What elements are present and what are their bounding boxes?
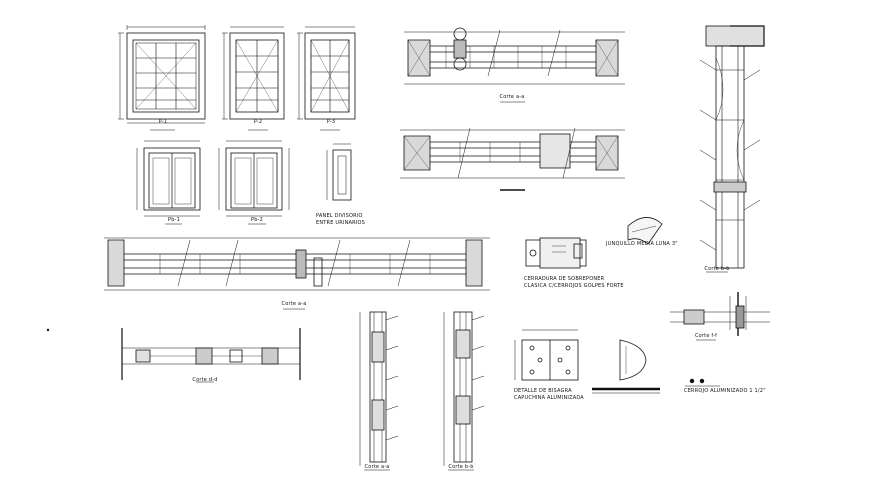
section-bottom-left <box>121 328 301 383</box>
elevation-label-p2: P-2 <box>253 119 263 125</box>
elevation-label-p3: P-3 <box>326 119 336 125</box>
elevation-label-pb1: Pb-1 <box>168 217 180 223</box>
cerradura-label: CERRADURA DE SOBREPONER <box>524 276 605 282</box>
section-vertical-1 <box>359 311 399 471</box>
section-second <box>400 127 625 191</box>
panel-divisorio-detail <box>326 143 352 201</box>
section-top <box>404 27 625 103</box>
section-label-small-right: Corte f-f <box>694 333 718 339</box>
junquillo-label: JUNQUILLO MEDIA LUNA 3" <box>606 241 678 247</box>
junquillo-profile <box>627 217 663 245</box>
lock-detail <box>525 237 587 269</box>
cerradura-label-2: CLASICA C/CERROJOS GOLPES FORTE <box>524 283 624 289</box>
door-elevation-pb1 <box>136 140 201 225</box>
cerrojo-label: CERROJO ALUMINIZADO 1 1/2" <box>684 388 766 394</box>
section-wide <box>104 237 490 310</box>
panel-divisorio-label: PANEL DIVISORIO <box>316 213 363 219</box>
hinge-detail <box>514 329 579 381</box>
bolt-detail <box>685 378 720 387</box>
door-elevation-pb2 <box>218 140 290 225</box>
elevation-label-pb2: Pb-2 <box>251 217 263 223</box>
section-small-right <box>670 292 770 341</box>
section-label-vertical-2: Corte b-b <box>448 464 474 470</box>
panel-divisorio-label-2: ENTRE URINARIOS <box>316 220 366 226</box>
bisagra-label: DETALLE DE BISAGRA <box>514 388 572 394</box>
door-elevation-p1 <box>118 25 206 131</box>
door-elevation-p2 <box>222 26 285 131</box>
half-round-detail <box>619 339 647 381</box>
section-vertical-2 <box>443 311 485 471</box>
section-label-tall-right: Corte b-b <box>704 266 730 272</box>
section-label-vertical-1: Corte a-a <box>364 464 390 470</box>
elevation-label-p1: P-1 <box>158 119 168 125</box>
door-elevation-p3 <box>297 26 356 131</box>
section-label-wide: Corte a-a <box>281 301 307 307</box>
section-label-bottom-left: Corte d-d <box>192 377 218 383</box>
section-tall-right <box>699 25 765 273</box>
bisagra-label-2: CAPUCHINA ALUMINIZADA <box>514 395 584 401</box>
section-label-top: Corte a-a <box>499 94 525 100</box>
